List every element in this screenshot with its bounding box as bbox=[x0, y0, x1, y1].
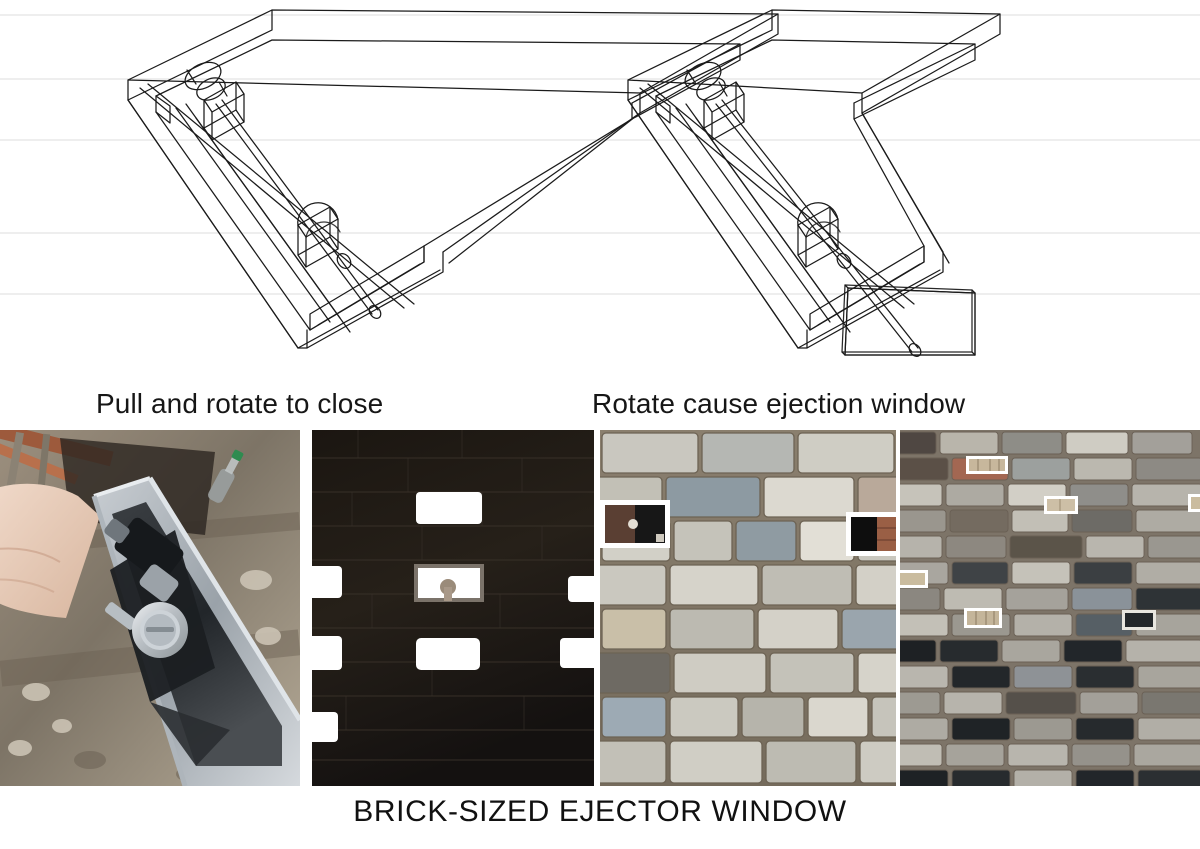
caption-pull-and-rotate-to-close: Pull and rotate to close bbox=[96, 388, 384, 419]
installed-ejector-window bbox=[414, 564, 484, 602]
diagram-closed-state bbox=[127, 9, 779, 349]
ejector-window-3 bbox=[900, 570, 928, 588]
wall-openings bbox=[312, 492, 594, 742]
lock-barrel bbox=[104, 517, 184, 630]
rotating-rod bbox=[215, 99, 382, 320]
lock-knob-far-right bbox=[684, 61, 745, 141]
hand bbox=[0, 483, 100, 618]
ejector-windows bbox=[900, 456, 1200, 630]
ejected-panel bbox=[841, 284, 976, 356]
lock-knob-far bbox=[184, 61, 245, 141]
construction-guide-lines bbox=[0, 14, 1200, 295]
brick-field bbox=[900, 431, 1200, 786]
photo-hand-holding-ejector-window-unit bbox=[0, 430, 300, 786]
latch-block-mid bbox=[297, 202, 341, 268]
photo-3-illustration bbox=[600, 430, 896, 786]
photo-mixed-grey-brick-wall-with-windows bbox=[900, 430, 1200, 786]
photo-1-illustration bbox=[0, 430, 300, 786]
photo-grey-brick-wall-with-two-windows bbox=[600, 430, 896, 786]
photo-interior-dark-brick-wall-openings bbox=[312, 430, 594, 786]
photo-4-illustration bbox=[900, 430, 1200, 786]
caption-rotate-cause-ejection-window: Rotate cause ejection window bbox=[592, 388, 966, 419]
technical-drawing-area bbox=[0, 0, 1200, 380]
page-title: BRICK-SIZED EJECTOR WINDOW bbox=[353, 795, 847, 828]
lock-cylinder-face bbox=[132, 602, 188, 658]
ejector-window-5 bbox=[1188, 494, 1200, 512]
ejector-window-unit bbox=[91, 476, 300, 786]
diagram-ejected-state bbox=[627, 9, 1001, 357]
ejector-window-4 bbox=[964, 608, 1002, 628]
isometric-drawings-svg bbox=[0, 9, 1200, 357]
ejector-window-left bbox=[600, 500, 670, 548]
ejector-window-right bbox=[846, 512, 896, 556]
bottle bbox=[208, 449, 244, 503]
photo-2-illustration bbox=[312, 430, 594, 786]
ejector-window-2 bbox=[1044, 496, 1078, 514]
photo-strip bbox=[0, 430, 1200, 786]
ejector-window-6 bbox=[1122, 610, 1156, 630]
ejector-window-1 bbox=[966, 456, 1008, 474]
